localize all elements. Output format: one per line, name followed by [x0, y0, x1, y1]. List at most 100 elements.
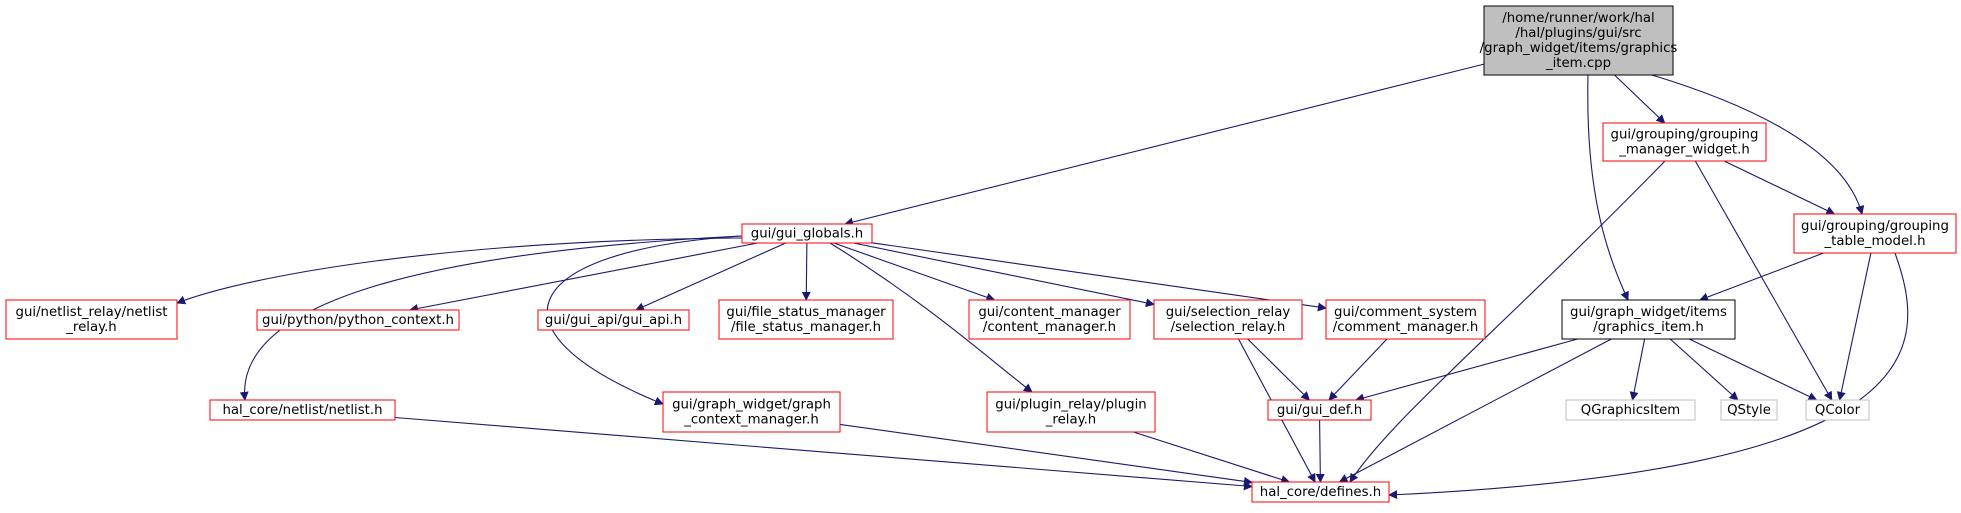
- node-label-line: gui/gui_globals.h: [751, 227, 863, 242]
- node-label-line: gui/selection_relay: [1166, 305, 1291, 320]
- edge-gui_globals-to-netlist_h: [239, 234, 761, 401]
- node-box: [1565, 399, 1696, 421]
- edge-gui_def-to-defines: [1315, 419, 1325, 483]
- node-label-line: _item.cpp: [1545, 56, 1611, 71]
- node-label-line: _table_model.h: [1823, 234, 1925, 249]
- edge-netlist_h-to-defines: [394, 416, 1253, 491]
- node-label-line: /content_manager.h: [983, 320, 1116, 335]
- node-label-line: hal_core/defines.h: [1260, 485, 1381, 500]
- node-file-status-manager[interactable]: gui/file_status_manager/file_status_mana…: [718, 299, 894, 340]
- node-box: [1251, 481, 1390, 503]
- node-box: [1793, 213, 1957, 254]
- node-grouping-manager-widget[interactable]: gui/grouping/grouping_manager_widget.h: [1602, 122, 1767, 162]
- edge-comment_manager-to-gui_def: [1328, 338, 1388, 401]
- edge-graphics_item_h-to-QStyle: [1669, 338, 1739, 401]
- edge-root-to-gui_globals: [844, 63, 1485, 227]
- node-box: [662, 391, 841, 433]
- edge-grouping_table_model-to-graphics_item_h: [1699, 252, 1824, 302]
- edge-root-to-graphics_item_h: [1587, 74, 1629, 301]
- node-box: [1602, 122, 1767, 162]
- node-gui-api[interactable]: gui/gui_api/gui_api.h: [537, 309, 690, 331]
- node-label-line: /selection_relay.h: [1171, 320, 1286, 335]
- node-box: [1267, 399, 1372, 421]
- node-label-line: QStyle: [1727, 403, 1771, 418]
- edge-grouping_table_model-to-defines: [1388, 252, 1909, 500]
- node-QGraphicsItem: QGraphicsItem: [1565, 399, 1696, 421]
- node-gui-globals[interactable]: gui/gui_globals.h: [741, 223, 873, 244]
- node-label-line: /graph_widget/items/graphics: [1480, 41, 1678, 56]
- edge-gui_globals-to-plugin_relay: [829, 242, 1033, 393]
- node-label-line: QGraphicsItem: [1581, 403, 1680, 418]
- node-QStyle: QStyle: [1720, 399, 1778, 421]
- node-graph-context-manager[interactable]: gui/graph_widget/graph_context_manager.h: [662, 391, 841, 433]
- node-content-manager[interactable]: gui/content_manager/content_manager.h: [968, 299, 1131, 340]
- edge-grouping_manager_widget-to-defines: [1349, 160, 1666, 483]
- edge-root-to-grouping_manager_widget: [1614, 74, 1666, 124]
- node-gui-def[interactable]: gui/gui_def.h: [1267, 399, 1372, 421]
- node-comment-manager[interactable]: gui/comment_system/comment_manager.h: [1325, 299, 1486, 340]
- node-label-line: gui/graph_widget/items: [1570, 305, 1727, 320]
- node-box: [1561, 299, 1736, 340]
- node-grouping-table-model[interactable]: gui/grouping/grouping_table_model.h: [1793, 213, 1957, 254]
- edge-graphics_item_h-to-defines: [1338, 338, 1612, 483]
- node-label-line: gui/gui_def.h: [1277, 403, 1362, 418]
- node-netlist-h[interactable]: hal_core/netlist/netlist.h: [209, 399, 396, 421]
- edge-gui_globals-to-netlist_relay: [176, 237, 743, 305]
- node-box: [986, 391, 1156, 433]
- node-plugin-relay[interactable]: gui/plugin_relay/plugin_relay.h: [986, 391, 1156, 433]
- edge-root-to-grouping_table_model: [1651, 74, 1865, 215]
- node-label-line: gui/plugin_relay/plugin: [995, 398, 1147, 413]
- node-label-line: QColor: [1815, 403, 1861, 418]
- edge-graphics_item_h-to-gui_def: [1355, 338, 1578, 403]
- node-label-line: gui/content_manager: [978, 305, 1121, 320]
- node-label-line: /home/runner/work/hal: [1502, 11, 1654, 26]
- node-label-line: gui/grouping/grouping: [1801, 219, 1949, 234]
- node-root[interactable]: /home/runner/work/hal/hal/plugins/gui/sr…: [1480, 5, 1678, 76]
- node-box: [718, 299, 894, 340]
- node-label-line: _manager_widget.h: [1618, 143, 1750, 158]
- node-label-line: _relay.h: [65, 320, 116, 335]
- edge-gui_globals-to-comment_manager: [871, 242, 1327, 312]
- edge-plugin_relay-to-defines: [1133, 431, 1291, 484]
- node-box: [1720, 399, 1778, 421]
- node-label-line: gui/gui_api/gui_api.h: [545, 313, 682, 328]
- node-label-line: gui/graph_widget/graph: [672, 398, 831, 413]
- edge-grouping_table_model-to-QColor: [1836, 252, 1872, 401]
- node-box: [1153, 299, 1303, 340]
- node-box: [256, 309, 460, 331]
- edge-gui_globals-to-selection_relay: [853, 242, 1155, 308]
- edge-grouping_manager_widget-to-grouping_table_model: [1723, 160, 1836, 215]
- node-label-line: /graphics_item.h: [1593, 320, 1704, 335]
- node-label-line: gui/file_status_manager: [726, 305, 886, 320]
- node-graphics-item-h[interactable]: gui/graph_widget/items/graphics_item.h: [1561, 299, 1736, 340]
- node-box: [1483, 5, 1674, 76]
- edge-grouping_manager_widget-to-QColor: [1694, 160, 1833, 401]
- node-label-line: _relay.h: [1045, 413, 1096, 428]
- edge-graphics_item_h-to-QColor: [1688, 338, 1818, 401]
- node-box: [209, 399, 396, 421]
- node-QColor: QColor: [1805, 399, 1870, 421]
- node-label-line: gui/netlist_relay/netlist: [16, 305, 168, 320]
- node-box: [537, 309, 690, 331]
- node-label-line: /comment_manager.h: [1333, 320, 1479, 335]
- node-box: [1805, 399, 1870, 421]
- node-selection-relay[interactable]: gui/selection_relay/selection_relay.h: [1153, 299, 1303, 340]
- node-label-line: gui/comment_system: [1334, 305, 1477, 320]
- node-box: [5, 299, 178, 340]
- node-label-line: /file_status_manager.h: [731, 320, 881, 335]
- node-label-line: gui/grouping/grouping: [1611, 128, 1759, 143]
- node-netlist-relay[interactable]: gui/netlist_relay/netlist_relay.h: [5, 299, 178, 340]
- node-label-line: gui/python/python_context.h: [262, 313, 454, 328]
- nodes-layer: /home/runner/work/hal/hal/plugins/gui/sr…: [5, 5, 1957, 503]
- edge-gui_globals-to-file_status_manager: [801, 242, 811, 301]
- node-defines[interactable]: hal_core/defines.h: [1251, 481, 1390, 503]
- node-label-line: hal_core/netlist/netlist.h: [222, 403, 382, 418]
- edge-gui_globals-to-python_context: [409, 242, 758, 313]
- node-box: [741, 223, 873, 244]
- node-python-context[interactable]: gui/python/python_context.h: [256, 309, 460, 331]
- node-box: [968, 299, 1131, 340]
- node-box: [1325, 299, 1486, 340]
- edge-graphics_item_h-to-QGraphicsItem: [1629, 338, 1646, 401]
- edge-gui_globals-to-gui_api: [635, 242, 786, 311]
